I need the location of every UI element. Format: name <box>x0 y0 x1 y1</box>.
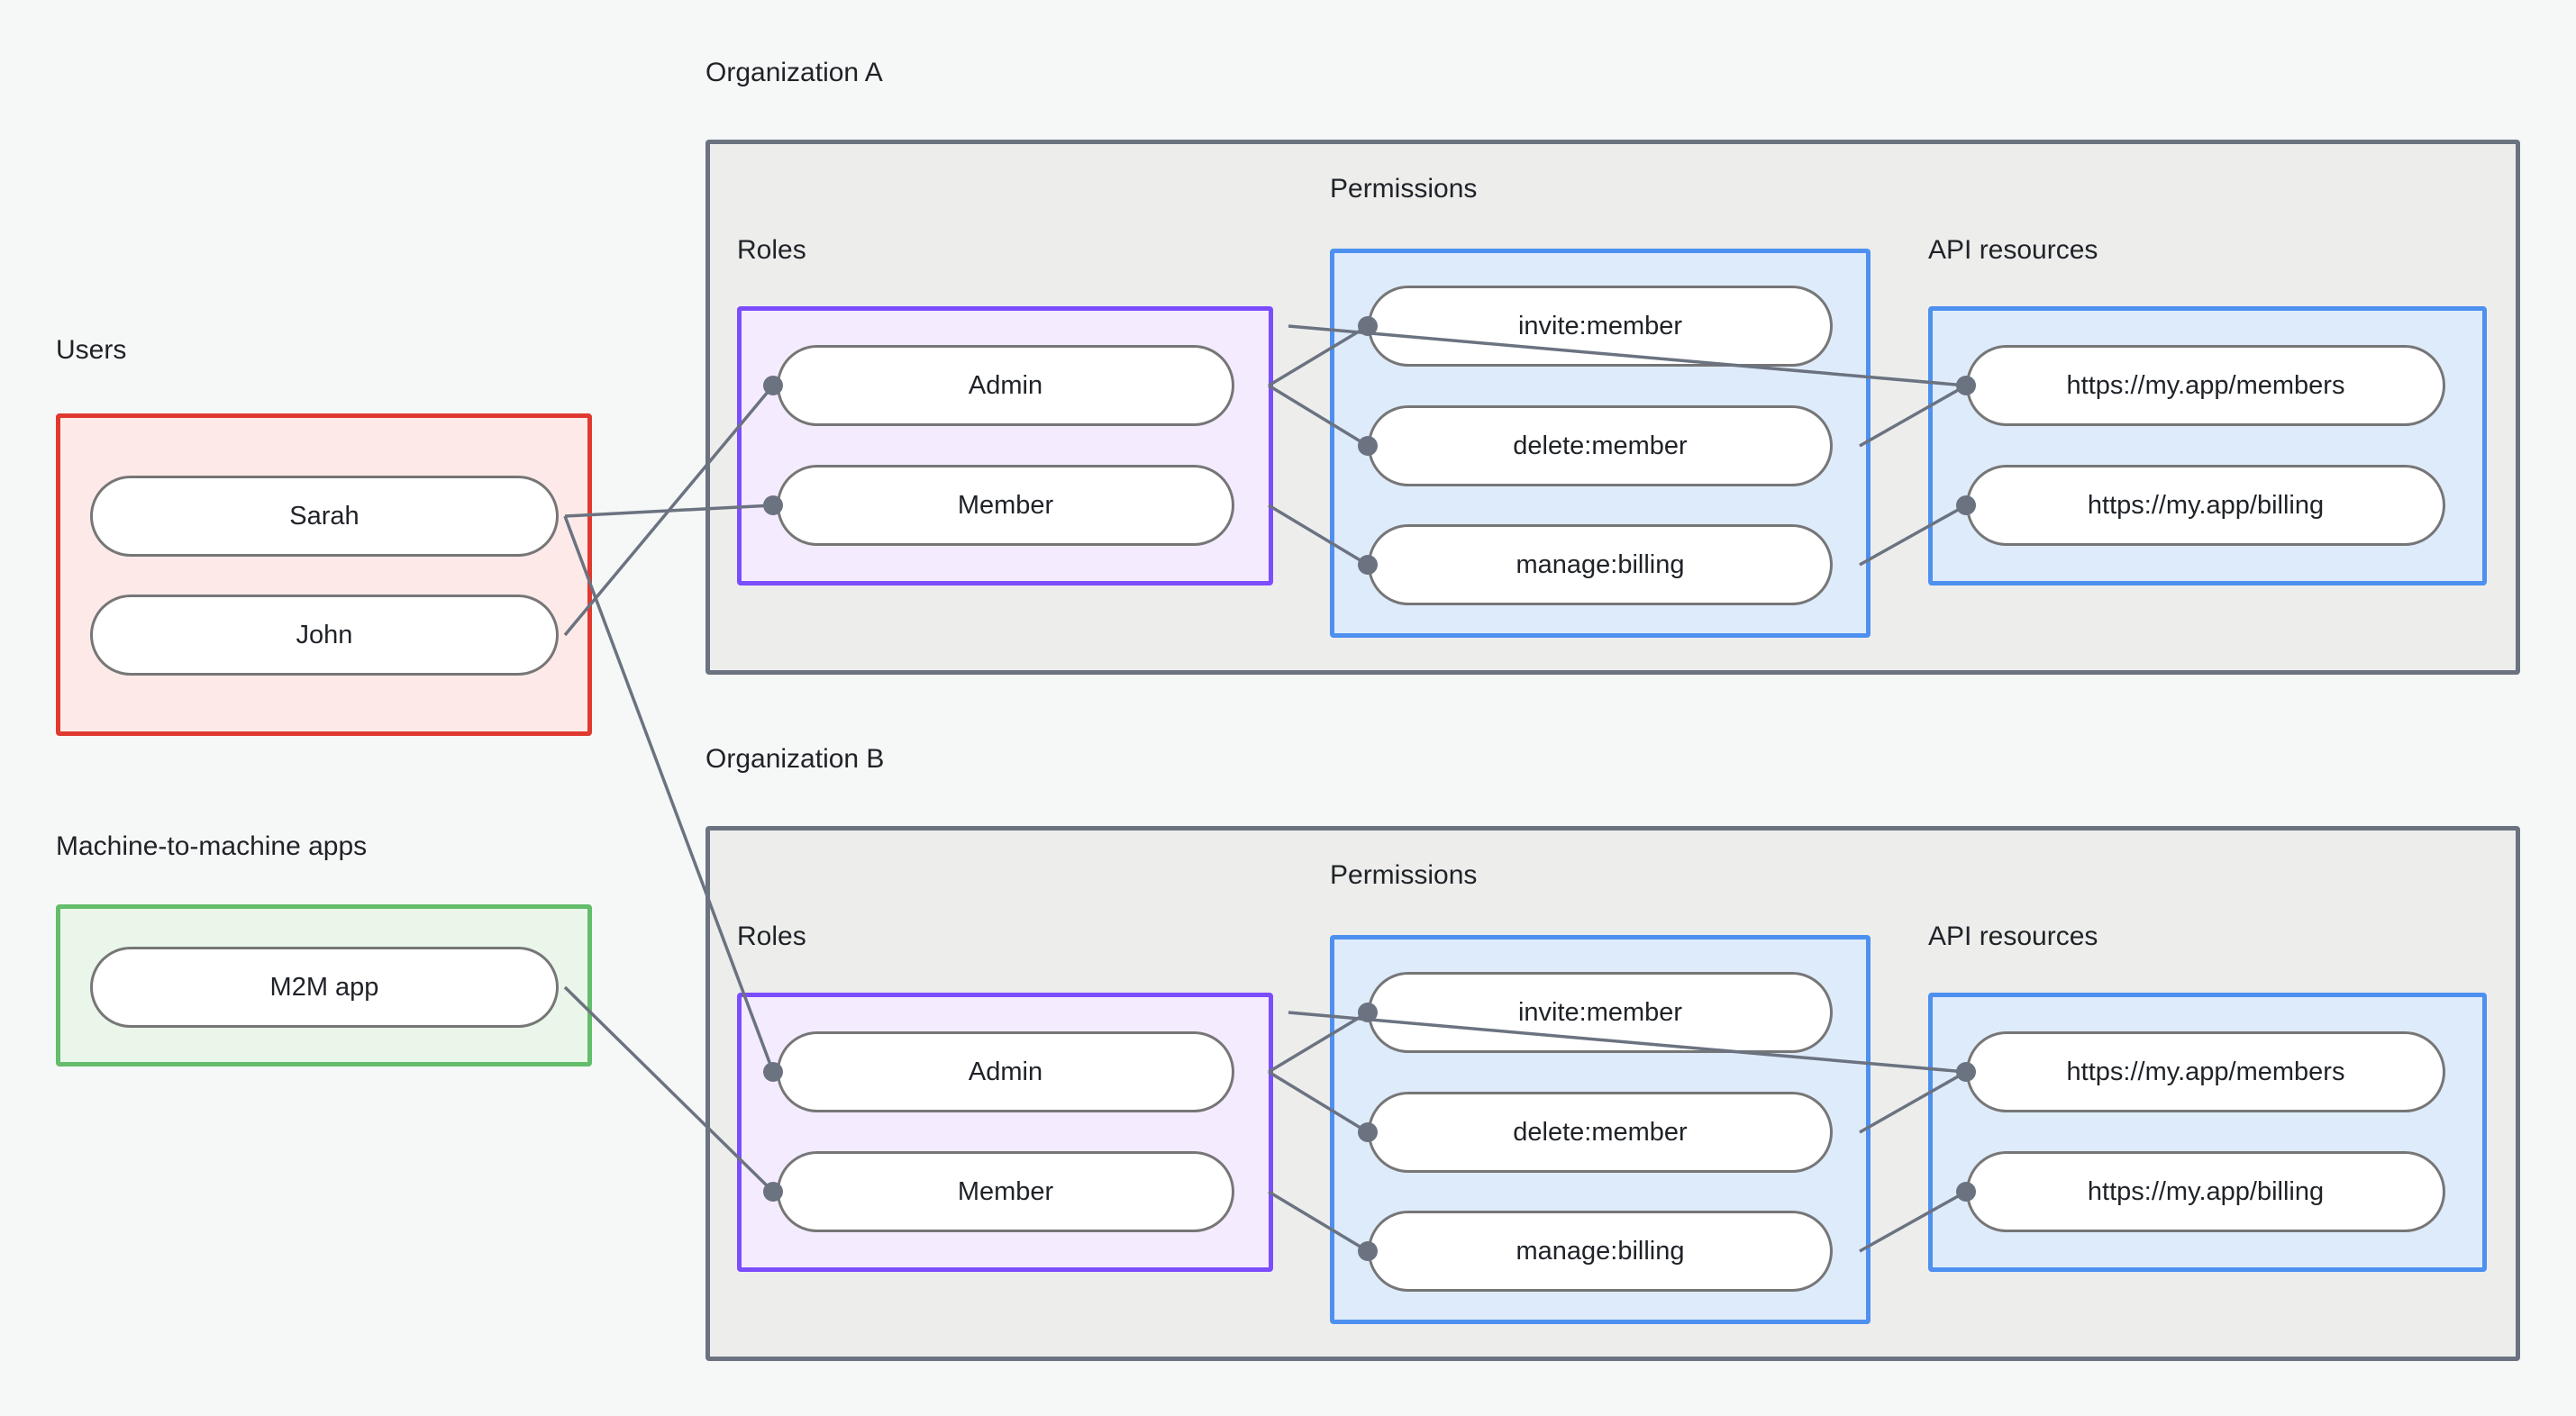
org-b-roles-label: Roles <box>737 921 806 951</box>
org-b-label: Organization B <box>705 744 885 774</box>
org-b-permissions-label: Permissions <box>1330 860 1478 890</box>
org-a-api-resources-label: API resources <box>1928 235 2098 265</box>
org-b-api-resource-members[interactable]: https://my.app/members <box>1966 1031 2445 1112</box>
org-b-permission-invite-member[interactable]: invite:member <box>1368 972 1833 1053</box>
org-a-roles-label: Roles <box>737 235 806 265</box>
org-b-permission-manage-billing[interactable]: manage:billing <box>1368 1211 1833 1292</box>
org-b-role-member[interactable]: Member <box>777 1151 1234 1232</box>
m2m-node-app[interactable]: M2M app <box>90 947 559 1028</box>
org-a-permission-manage-billing[interactable]: manage:billing <box>1368 524 1833 605</box>
org-a-api-resource-billing[interactable]: https://my.app/billing <box>1966 465 2445 546</box>
org-a-role-admin[interactable]: Admin <box>777 345 1234 426</box>
org-b-role-admin[interactable]: Admin <box>777 1031 1234 1112</box>
org-a-role-member[interactable]: Member <box>777 465 1234 546</box>
org-a-permission-invite-member[interactable]: invite:member <box>1368 286 1833 367</box>
org-a-label: Organization A <box>705 58 883 87</box>
user-node-sarah[interactable]: Sarah <box>90 476 559 557</box>
org-b-api-resource-billing[interactable]: https://my.app/billing <box>1966 1151 2445 1232</box>
m2m-group-label: Machine-to-machine apps <box>56 831 368 861</box>
org-b-api-resources-label: API resources <box>1928 921 2098 951</box>
org-a-permission-delete-member[interactable]: delete:member <box>1368 405 1833 486</box>
org-b-permission-delete-member[interactable]: delete:member <box>1368 1092 1833 1173</box>
org-a-permissions-label: Permissions <box>1330 174 1478 204</box>
users-group-label: Users <box>56 335 127 365</box>
user-node-john[interactable]: John <box>90 595 559 676</box>
users-group-box <box>56 413 592 736</box>
org-a-api-resource-members[interactable]: https://my.app/members <box>1966 345 2445 426</box>
